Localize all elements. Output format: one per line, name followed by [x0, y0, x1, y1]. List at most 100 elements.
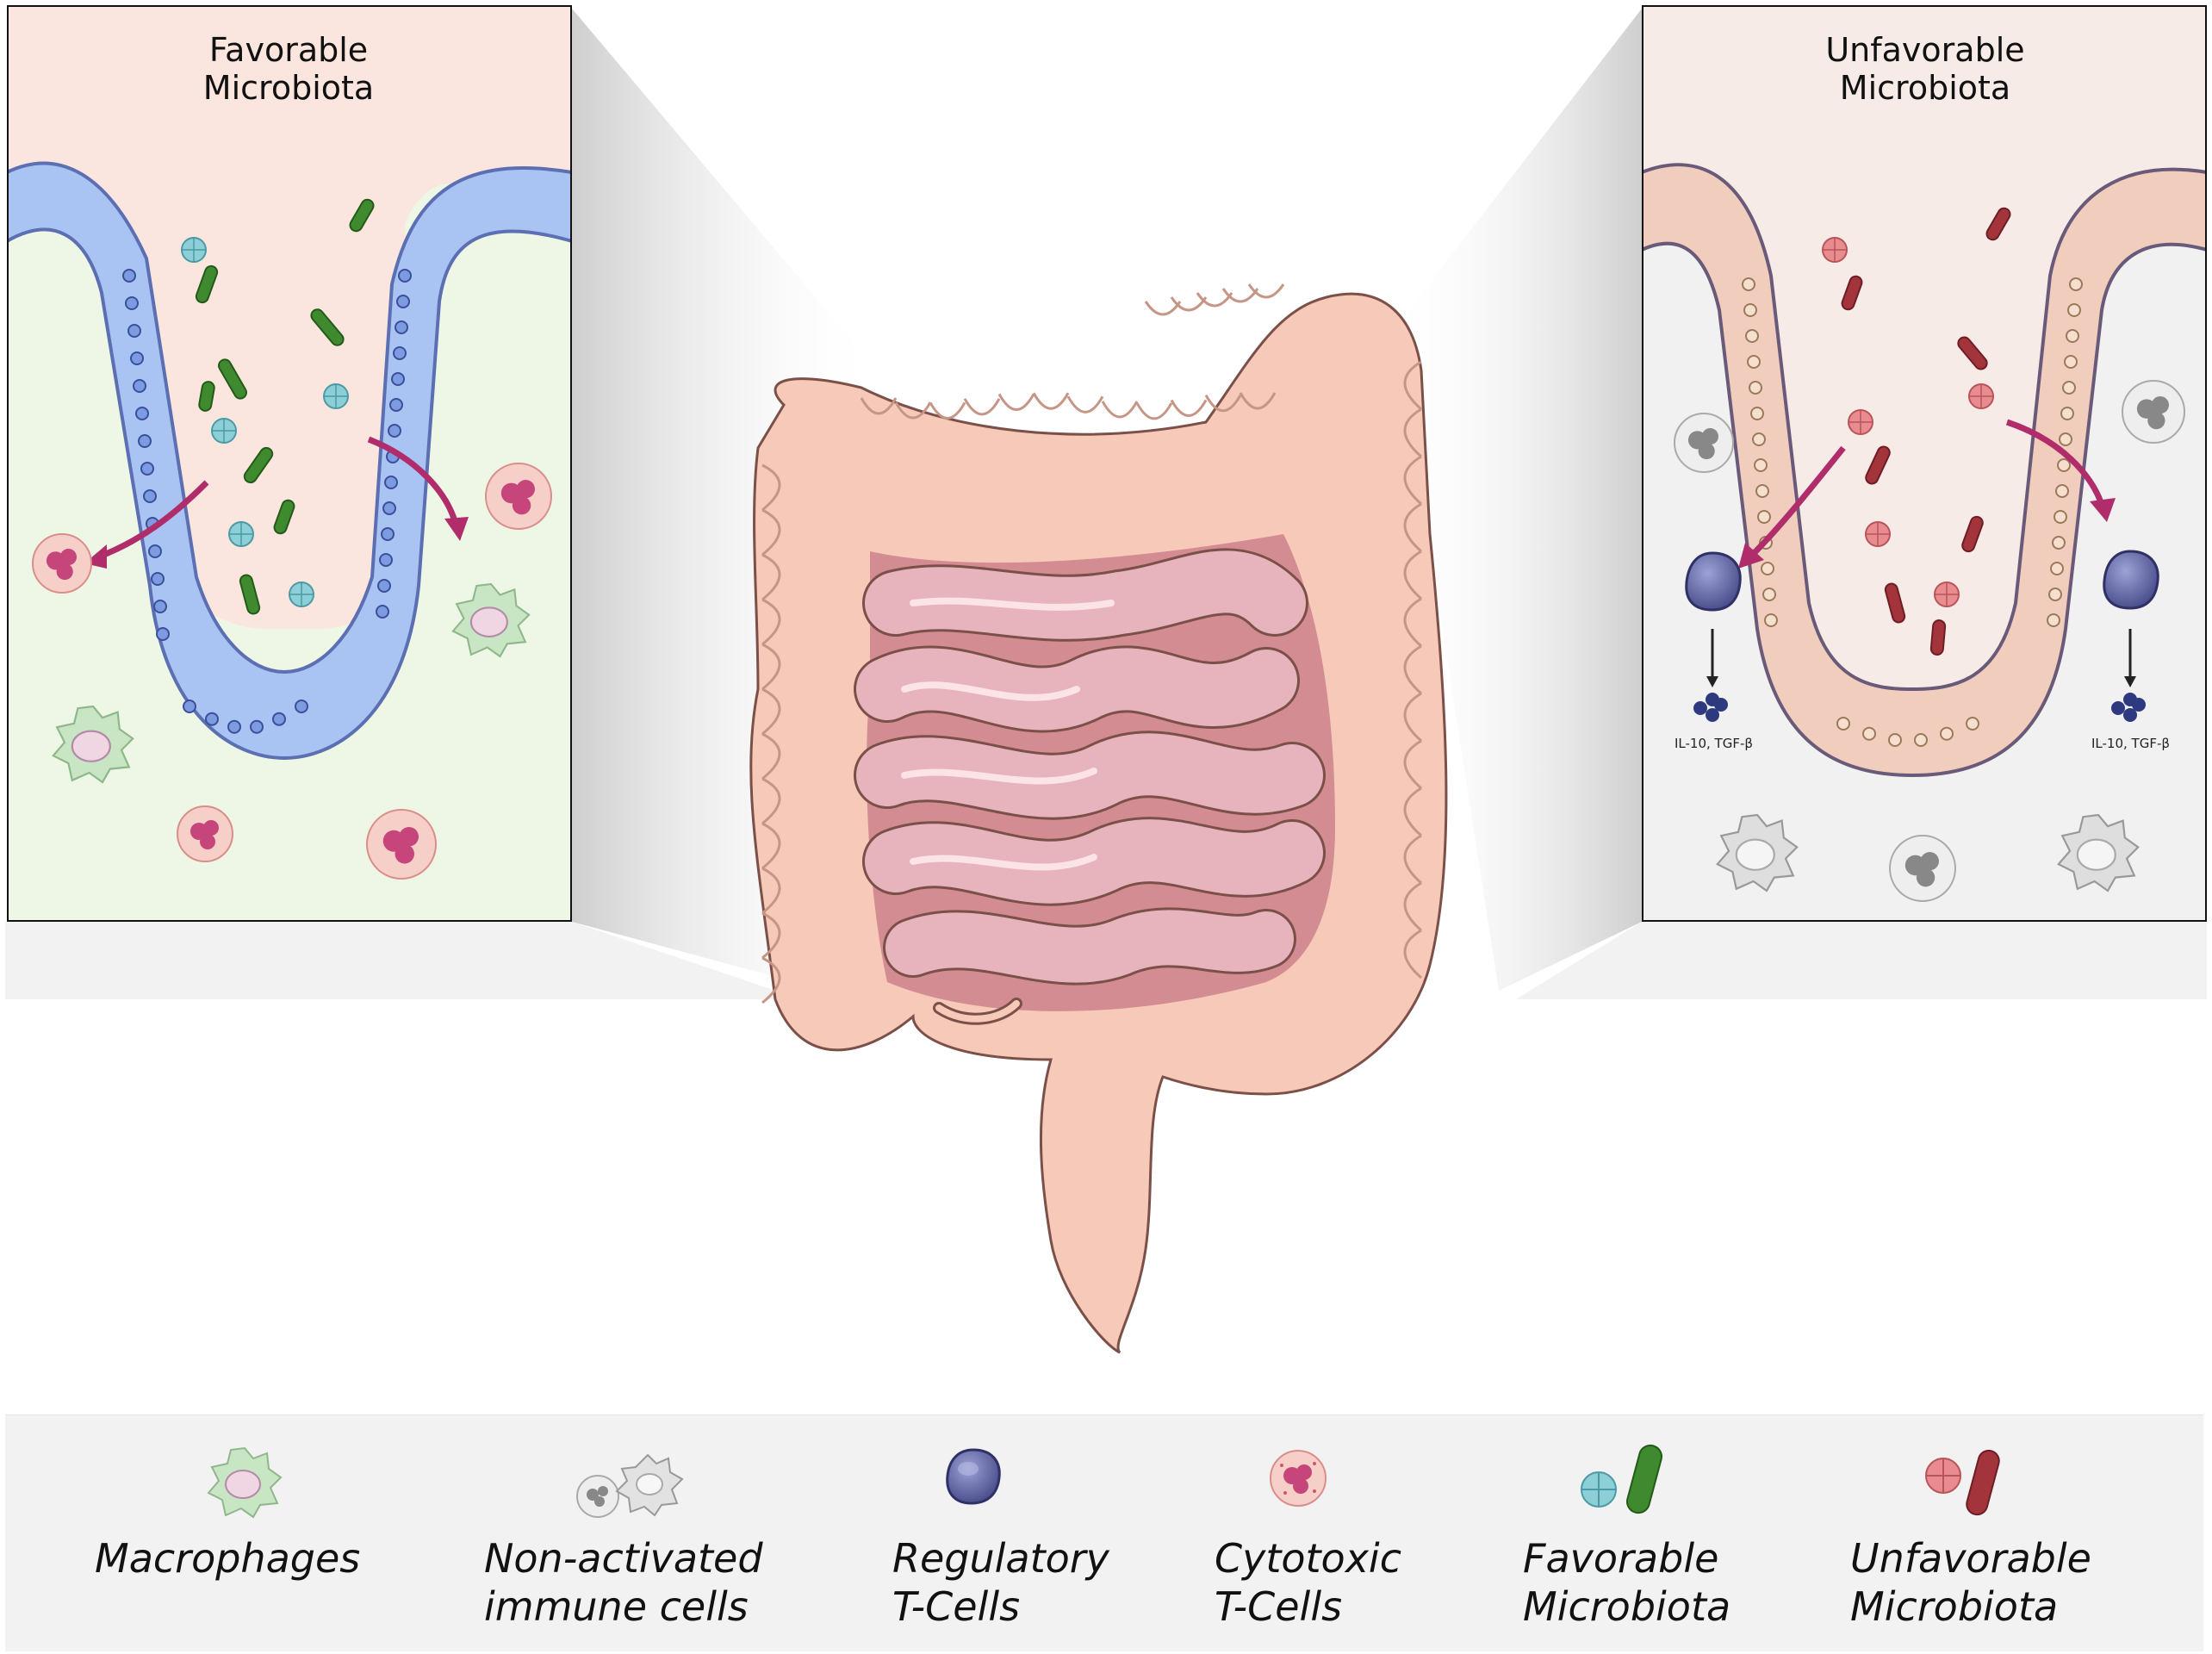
nucleus [384, 476, 398, 489]
nucleus [388, 424, 401, 438]
bacterium-rod [310, 308, 345, 346]
treg-cascade-left [1706, 629, 1718, 687]
legend-item-macrophages: Macrophages [95, 1415, 370, 1651]
nucleus [1755, 484, 1769, 498]
nucleus [1762, 588, 1776, 601]
nucleus [1750, 407, 1764, 420]
nucleus [2062, 381, 2076, 395]
arrowhead-icon [2090, 498, 2116, 522]
nucleus [395, 320, 408, 334]
nucleus [2052, 536, 2066, 550]
nucleus [1764, 613, 1778, 627]
non-activated-cell [1889, 835, 1956, 902]
nucleus [2067, 303, 2081, 317]
nucleus [381, 527, 395, 541]
nucleus [389, 398, 403, 412]
nucleus [133, 379, 146, 393]
nucleus [2055, 484, 2069, 498]
nucleus [156, 627, 170, 641]
arrowhead-icon [1738, 543, 1764, 569]
bacterium-rod [239, 574, 261, 615]
unfavorable-bacteria-group [1822, 207, 2011, 656]
unfavorable-panel-title: Unfavorable Microbiota [1825, 31, 2025, 107]
nucleus [376, 605, 389, 619]
nucleus [2059, 432, 2072, 446]
nucleus [125, 296, 139, 310]
regulatory-t-cell-icon [946, 1448, 1001, 1505]
zoom-beam-right [1395, 9, 1642, 991]
legend-label: Favorable Microbiota [1523, 1535, 1731, 1630]
nucleus [1862, 726, 1876, 741]
migration-arrow-right [367, 436, 460, 528]
legend-item-unfavorable-microbiota: Unfavorable Microbiota [1850, 1415, 2143, 1651]
favorable-panel [7, 5, 572, 922]
non-activated-cell-icon [576, 1453, 684, 1518]
bacterium-rod [1929, 619, 1947, 656]
bacterium-rod [198, 381, 215, 412]
nucleus [295, 700, 308, 713]
nucleus [1752, 432, 1766, 446]
immune-cells-unfavorable [1674, 380, 2185, 902]
nucleus [1966, 717, 1979, 731]
bacterium-rod [218, 358, 247, 400]
legend-label: Non-activated immune cells [484, 1535, 763, 1630]
nucleus [1761, 562, 1774, 575]
nucleus [151, 572, 165, 586]
immune-cells-favorable [32, 463, 552, 880]
legend: Macrophages Non-activated immune cells R… [5, 1415, 2203, 1651]
favorable-bacteria-icon [1581, 1444, 1662, 1514]
zoom-beam-right-lower [1516, 922, 2207, 999]
legend-label: Unfavorable Microbiota [1850, 1535, 2091, 1630]
nucleus [2064, 355, 2078, 369]
nucleus [2054, 510, 2067, 524]
nucleus [205, 712, 219, 726]
small-intestine [854, 548, 1326, 986]
colon-haustra [761, 283, 1422, 1004]
bacterium-rod [1985, 207, 2011, 241]
nucleus [382, 501, 396, 515]
nucleus [1749, 381, 1762, 395]
cytotoxic-t-cell [366, 809, 437, 880]
epithelial-nuclei [1742, 277, 2083, 748]
nucleus [2057, 458, 2071, 472]
nucleus [2060, 407, 2074, 420]
unfavorable-panel [1642, 5, 2207, 922]
bacterium-rod [273, 499, 295, 535]
nucleus [130, 351, 144, 365]
bacterium-rod [195, 264, 219, 304]
bacterium-rod [1884, 582, 1906, 624]
migration-arrow-left [1744, 445, 1846, 563]
cytotoxic-t-cell [177, 805, 233, 862]
legend-label: Macrophages [95, 1535, 361, 1582]
nucleus [1742, 277, 1755, 291]
nucleus [393, 346, 407, 360]
nucleus [391, 372, 405, 386]
nucleus [143, 489, 157, 503]
legend-item-favorable-microbiota: Favorable Microbiota [1523, 1415, 1799, 1651]
cytotoxic-t-cell-icon [1270, 1450, 1327, 1507]
nucleus [2066, 329, 2079, 343]
non-activated-cell [1674, 413, 1734, 473]
nucleus [2069, 277, 2083, 291]
zoom-beam-left-lower [5, 922, 801, 999]
cytokine-label-left: IL-10, TGF-β [1675, 736, 1753, 751]
bacterium-rod [349, 198, 375, 233]
nucleus [250, 719, 264, 734]
macrophage-icon [207, 1446, 283, 1519]
favorable-epithelium [7, 161, 572, 761]
nucleus [127, 324, 141, 338]
legend-label: Cytotoxic T-Cells [1215, 1535, 1401, 1630]
legend-item-regulatory: Regulatory T-Cells [892, 1415, 1168, 1651]
nucleus [396, 295, 410, 308]
macrophage [451, 582, 531, 658]
cytotoxic-t-cell [485, 463, 552, 530]
intestine-illustration [749, 283, 1448, 1354]
epithelial-nuclei [122, 269, 412, 734]
nucleus [377, 579, 391, 593]
bacterium-rod [1841, 275, 1863, 311]
nucleus [135, 407, 149, 420]
nucleus [227, 719, 241, 734]
nucleus [153, 600, 167, 613]
nucleus [140, 462, 154, 476]
